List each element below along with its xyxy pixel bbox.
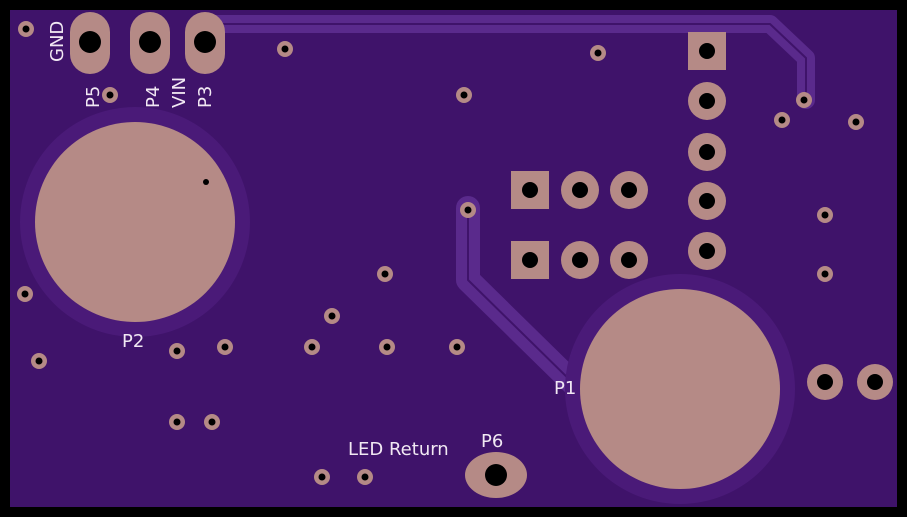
right-pad-b[interactable] [857, 364, 893, 400]
label-gnd: GND [47, 21, 68, 62]
connector-p5[interactable] [70, 12, 110, 74]
header-pin-1[interactable] [688, 32, 726, 70]
label-vin: VIN [169, 77, 190, 108]
row2-pin-3[interactable] [610, 241, 648, 279]
via-hole [778, 116, 786, 124]
connector-p4[interactable] [130, 12, 170, 74]
row1-pin-2[interactable] [561, 171, 599, 209]
row1-pin-1[interactable] [511, 171, 549, 209]
via-hole [21, 290, 29, 298]
via-hole [453, 343, 461, 351]
label-led-return: LED Return [348, 439, 449, 460]
via-hole [173, 418, 181, 426]
via-hole [22, 25, 30, 33]
via-hole [460, 91, 468, 99]
p1-pad[interactable] [580, 289, 780, 489]
via-hole [318, 473, 326, 481]
via-hole [381, 270, 389, 278]
via-hole [281, 45, 289, 53]
via-hole [852, 118, 860, 126]
header-pin-4[interactable] [688, 182, 726, 220]
via-hole [308, 343, 316, 351]
vias [17, 21, 864, 485]
label-p1: P1 [554, 378, 576, 399]
header-pin-5[interactable] [688, 232, 726, 270]
p6-pad[interactable] [465, 452, 527, 498]
via-hole [464, 206, 472, 214]
right-pad-a[interactable] [807, 364, 843, 400]
via-hole [821, 211, 829, 219]
via-hole [208, 418, 216, 426]
row2-pin-2[interactable] [561, 241, 599, 279]
via-hole [383, 343, 391, 351]
header-pin-2[interactable] [688, 82, 726, 120]
via-hole [594, 49, 602, 57]
label-p3: P3 [195, 86, 216, 108]
row2-pin-1[interactable] [511, 241, 549, 279]
via-hole [173, 347, 181, 355]
via-hole [221, 343, 229, 351]
via-hole [800, 96, 808, 104]
via-hole [328, 312, 336, 320]
header-pin-3[interactable] [688, 133, 726, 171]
via-hole [106, 91, 114, 99]
via-hole [821, 270, 829, 278]
via-hole [361, 473, 369, 481]
p2-pad[interactable] [35, 122, 235, 322]
label-p2: P2 [122, 331, 144, 352]
row1-pin-3[interactable] [610, 171, 648, 209]
label-p5: P5 [83, 86, 104, 108]
connector-p3[interactable] [185, 12, 225, 74]
label-p6: P6 [481, 431, 503, 452]
label-p4: P4 [143, 86, 164, 108]
via-hole [35, 357, 43, 365]
